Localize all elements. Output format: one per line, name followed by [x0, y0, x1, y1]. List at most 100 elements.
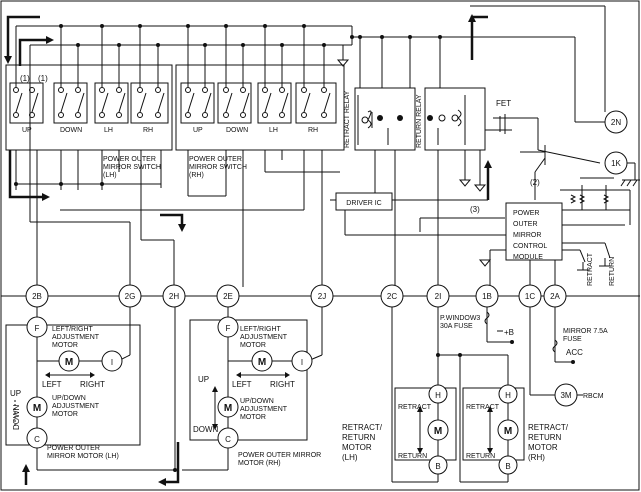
switch-output-wiring [14, 65, 340, 287]
svg-text:I: I [111, 358, 113, 367]
retract-relay: RETRACT RELAY [344, 87, 416, 151]
svg-text:B: B [435, 462, 440, 471]
svg-text:1C: 1C [525, 292, 535, 301]
svg-text:M: M [258, 357, 266, 368]
return-relay: RETURN RELAY [416, 87, 486, 151]
svg-text:2H: 2H [169, 292, 179, 301]
retract-relay-box [354, 87, 416, 151]
fet: FET [485, 99, 601, 164]
connector-2b: 2B [25, 284, 49, 308]
svg-text:2E: 2E [223, 292, 233, 301]
switch-lh-rh-label: RH [143, 127, 153, 134]
callout-2: (2) [530, 178, 540, 187]
switch-lh-down-frame [53, 82, 88, 124]
driver-ic-label: DRIVER IC [346, 200, 381, 207]
switch-lh-outline [5, 64, 173, 151]
svg-text:RIGHT: RIGHT [270, 380, 295, 389]
switch-rh-rh-label: RH [308, 127, 318, 134]
retract-relay-label: RETRACT RELAY [344, 90, 351, 148]
svg-text:M: M [65, 357, 73, 368]
svg-text:1K: 1K [611, 159, 621, 168]
svg-text:RETURN: RETURN [466, 453, 495, 460]
svg-text:M: M [504, 426, 512, 437]
svg-text:LEFT: LEFT [42, 380, 62, 389]
connector-2j: 2J [310, 284, 334, 308]
switch-lh-lh-frame [94, 82, 129, 124]
connector-2h: 2H [162, 284, 186, 308]
switch-lh-lh-label: LH [104, 127, 113, 134]
svg-text:2G: 2G [125, 292, 136, 301]
ground-symbol [620, 162, 640, 187]
rbcm-connector: 3M [560, 391, 571, 400]
svg-text:B: B [505, 462, 510, 471]
plus-b-label: +B [504, 328, 514, 337]
control-module-box [505, 202, 563, 261]
svg-text:M: M [224, 403, 232, 414]
switch-rh-down-label: DOWN [226, 127, 248, 134]
svg-text:2B: 2B [32, 292, 42, 301]
svg-text:2C: 2C [387, 292, 397, 301]
top-bus-wiring [15, 5, 606, 123]
return-relay-label: RETURN RELAY [416, 94, 423, 148]
transistor: (2) [520, 145, 546, 200]
connector-2c: 2C [380, 284, 404, 308]
connector-2g: 2G [118, 284, 142, 308]
flow-arrows [4, 14, 492, 486]
callout-1a: (1) [20, 74, 30, 83]
connector-1k: 1K [604, 151, 628, 175]
connector-2a: 2A [543, 284, 567, 308]
acc-label: ACC [566, 348, 583, 357]
switch-lh-down-label: DOWN [60, 127, 82, 134]
svg-text:C: C [225, 435, 231, 444]
svg-text:I: I [301, 358, 303, 367]
svg-text:H: H [435, 391, 441, 400]
svg-text:RETRACT: RETRACT [398, 404, 432, 411]
svg-text:2I: 2I [435, 292, 442, 301]
svg-text:UP: UP [10, 389, 21, 398]
connector-2e: 2E [216, 284, 240, 308]
connector-1b: 1B [475, 284, 499, 308]
switch-rh-lh-label: LH [269, 127, 278, 134]
relay-wiring [358, 35, 487, 287]
svg-text:DOWN: DOWN [12, 404, 21, 430]
svg-text:M: M [33, 403, 41, 414]
svg-text:RETRACT: RETRACT [466, 404, 500, 411]
svg-text:RETURN: RETURN [398, 453, 427, 460]
svg-text:2J: 2J [318, 292, 326, 301]
return-relay-box [424, 87, 486, 151]
module-return-label: RETURN [609, 257, 616, 286]
fet-label: FET [496, 99, 511, 108]
svg-text:H: H [505, 391, 511, 400]
connector-2i: 2I [426, 284, 450, 308]
callout-1b: (1) [38, 74, 48, 83]
svg-text:2N: 2N [611, 118, 621, 127]
svg-text:F: F [35, 324, 40, 333]
rbcm: 3M RBCM [529, 307, 604, 407]
switch-rh-outline [175, 64, 345, 151]
svg-text:DOWN: DOWN [193, 425, 219, 434]
connector-2n: 2N [604, 110, 628, 134]
switch-lh-rh-frame [130, 82, 169, 124]
rbcm-label: RBCM [583, 393, 604, 400]
svg-text:1B: 1B [482, 292, 492, 301]
callout-3: (3) [470, 205, 480, 214]
svg-text:RIGHT: RIGHT [80, 380, 105, 389]
